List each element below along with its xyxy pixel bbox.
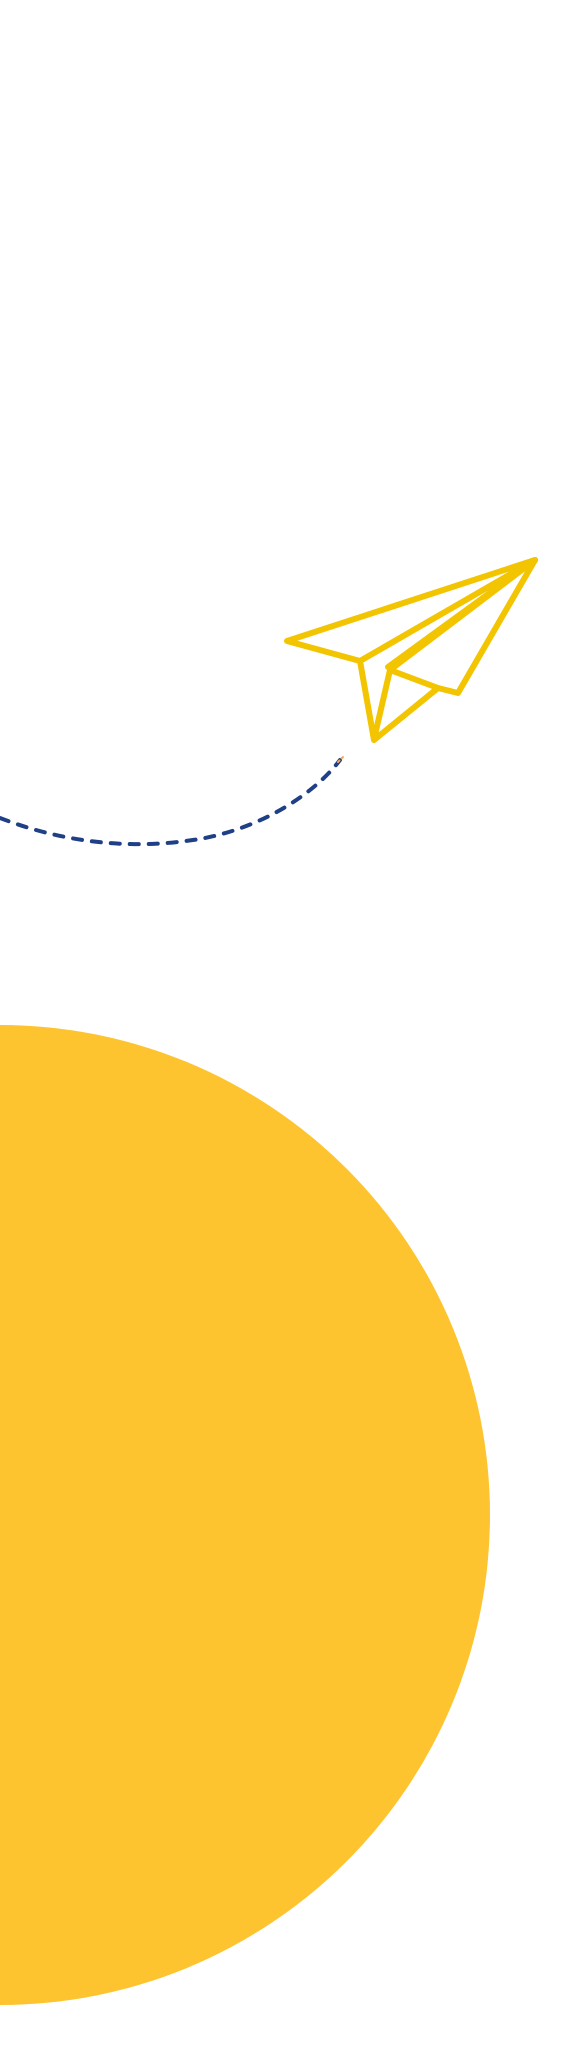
trail-accent-dots bbox=[337, 756, 344, 763]
dashed-flight-path bbox=[0, 758, 342, 847]
paper-plane-icon bbox=[284, 557, 538, 743]
yellow-circle-shape bbox=[0, 1025, 490, 2005]
